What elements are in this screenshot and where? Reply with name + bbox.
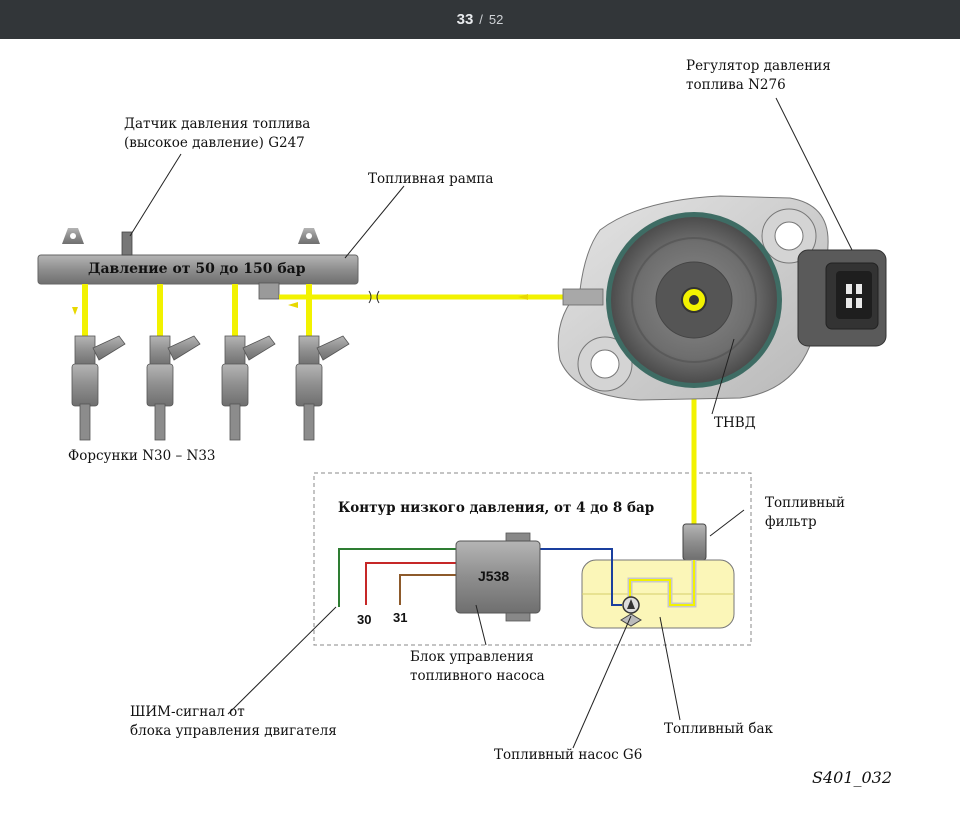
fuel-pump-label: Топливный насос G6	[494, 747, 643, 763]
wiring	[338, 548, 622, 607]
pdf-viewer-toolbar: 33 / 52	[0, 0, 960, 39]
pwm-signal-label: ШИМ-сигнал от блока управления двигателя	[130, 704, 337, 739]
fuel-rail	[37, 228, 359, 300]
fuel-tank	[581, 559, 735, 629]
injectors-label: Форсунки N30 – N33	[68, 448, 216, 464]
high-pressure-pump	[557, 195, 829, 401]
fuel-tank-label: Топливный бак	[664, 721, 773, 737]
low-pressure-circuit-box	[313, 472, 752, 646]
pressure-regulator-n276	[797, 249, 887, 347]
rail-pressure-label: Давление от 50 до 150 бар	[88, 261, 306, 277]
leader-lines	[129, 97, 853, 749]
fuel-system-diagram	[37, 97, 887, 749]
terminal-31-label: 31	[393, 610, 408, 625]
current-page-number[interactable]: 33	[456, 11, 474, 28]
pressure-sensor-label: Датчик давления топлива (высокое давлени…	[124, 116, 311, 151]
fuel-filter-label: Топливный фильтр	[765, 495, 846, 530]
hp-pump-label: ТНВД	[714, 415, 756, 431]
terminal-30-label: 30	[357, 612, 372, 627]
fuel-filter	[682, 523, 707, 561]
pressure-sensor-g247	[121, 231, 133, 256]
low-pressure-circuit-label: Контур низкого давления, от 4 до 8 бар	[338, 500, 655, 516]
pump-control-unit-j538	[455, 532, 541, 622]
pressure-regulator-label: Регулятор давления топлива N276	[686, 58, 831, 93]
fuel-pump-g6	[620, 596, 642, 627]
page-separator: /	[479, 12, 483, 27]
figure-id: S401_032	[812, 768, 893, 787]
injectors	[71, 335, 350, 441]
fuel-rail-label: Топливная рампа	[368, 171, 494, 187]
total-pages: 52	[488, 12, 504, 27]
ecu-code-label: J538	[478, 568, 510, 584]
pump-control-unit-label: Блок управления топливного насоса	[410, 649, 545, 684]
